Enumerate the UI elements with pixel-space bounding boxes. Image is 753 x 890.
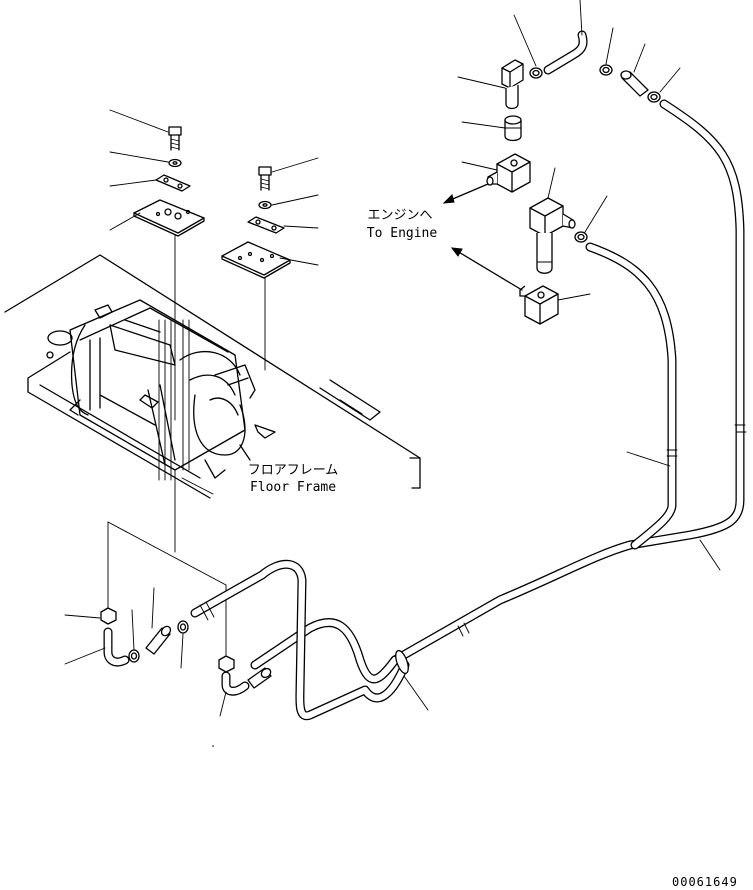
to-engine-label-en: To Engine	[366, 226, 438, 241]
bolt-stack-left	[133, 126, 205, 237]
bolt-stack-right	[221, 166, 291, 279]
lower-left-parts	[100, 607, 272, 696]
heater-unit	[69, 299, 256, 479]
floor-frame-label-en: Floor Frame	[249, 480, 337, 495]
callout-leaders	[64, 0, 721, 747]
drawing-number: 00061649	[672, 875, 738, 889]
top-fittings	[486, 30, 661, 193]
floor-frame-label-jp: フロアフレーム	[247, 463, 339, 478]
assembly-axes	[158, 234, 266, 553]
engine-arrows	[442, 183, 523, 291]
mid-fittings	[519, 197, 588, 325]
hose-routing	[190, 99, 747, 721]
to-engine-label-jp: エンジンへ	[367, 208, 433, 223]
floor-frame	[4, 254, 421, 499]
